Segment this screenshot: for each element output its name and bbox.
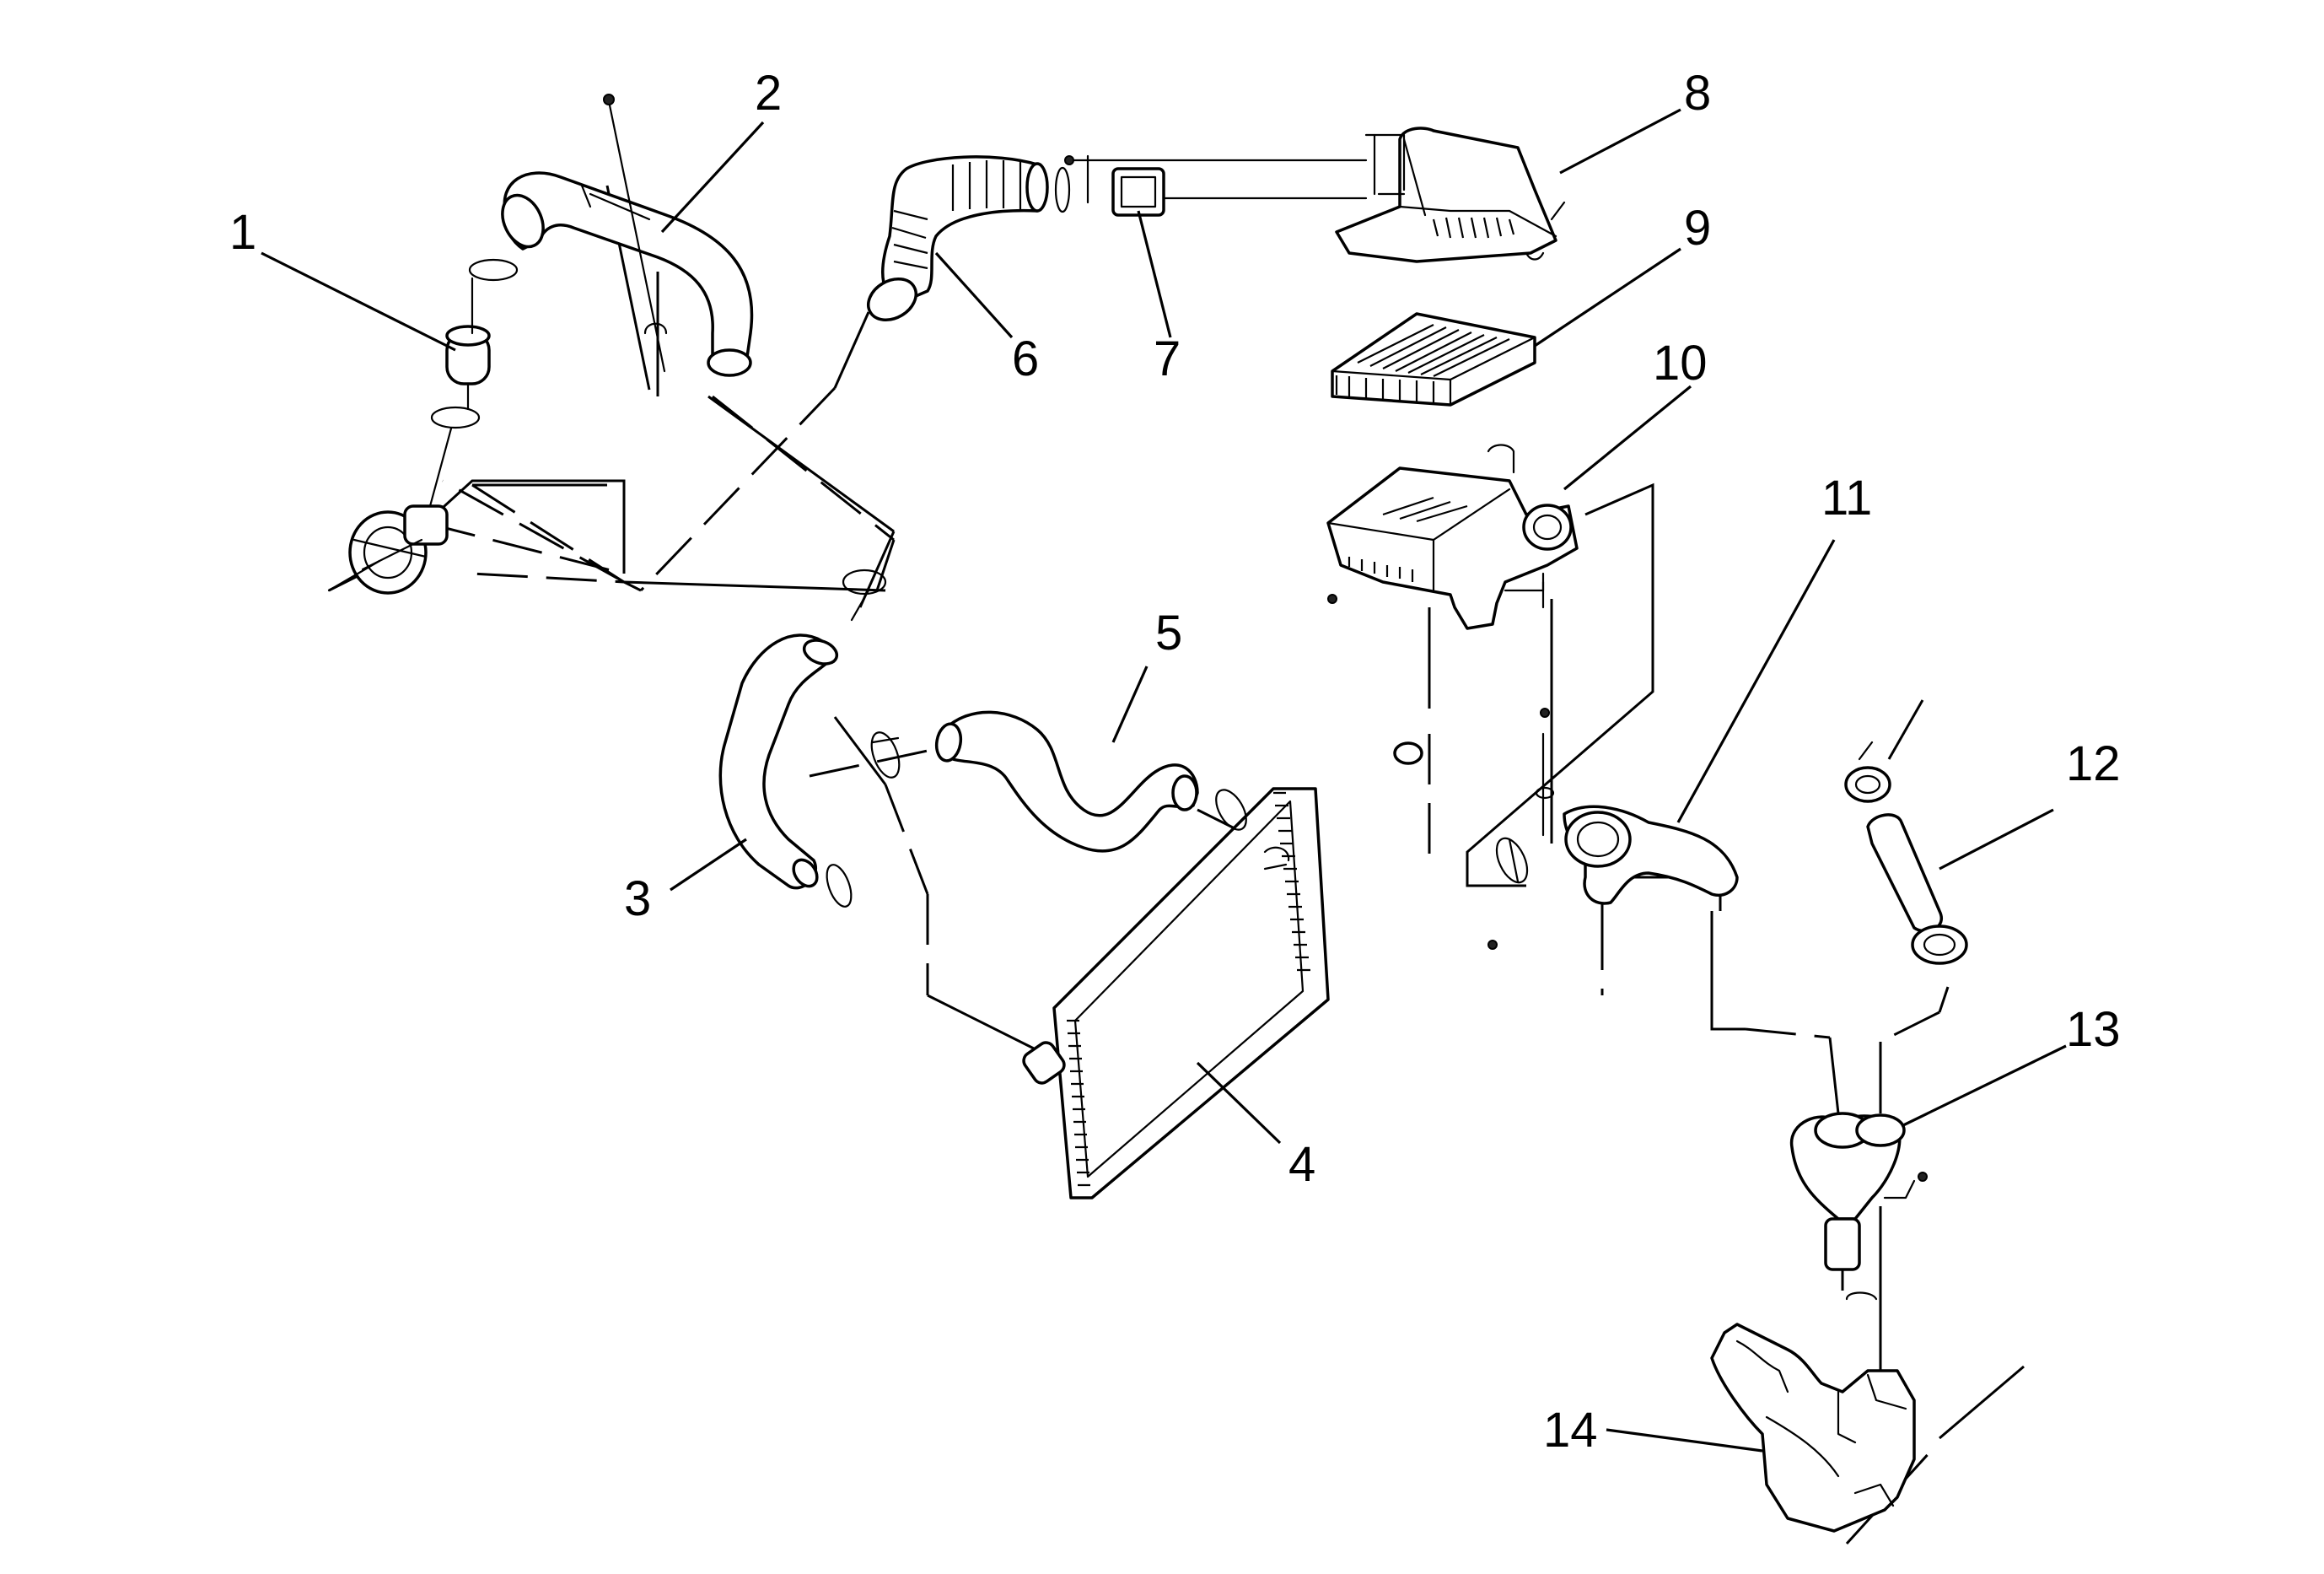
part-3-lower-hose — [718, 569, 887, 908]
part-6-corrugated-intake-hose — [867, 155, 1071, 321]
callout-labels: 1 2 3 4 5 6 7 8 9 10 11 12 13 14 — [229, 66, 2121, 1458]
part-10-air-cleaner-housing — [1326, 444, 1579, 765]
leader-6 — [934, 251, 1014, 339]
leader-11 — [1676, 539, 1836, 823]
callout-1: 1 — [229, 205, 256, 260]
part-1-coupler-assembly — [327, 258, 519, 595]
part-14-resonator-box — [1710, 1323, 1916, 1533]
leader-9 — [1534, 247, 1681, 348]
callout-9: 9 — [1684, 201, 1711, 256]
part-2-intake-tube — [501, 94, 754, 377]
callout-5: 5 — [1155, 606, 1182, 660]
part-11-intake-duct — [1487, 708, 1739, 950]
callout-13: 13 — [2066, 1002, 2121, 1057]
leader-14 — [1606, 1428, 1763, 1453]
leader-1 — [261, 251, 456, 352]
part-9-air-filter — [1331, 312, 1536, 407]
leader-3 — [670, 838, 747, 892]
part-4-intercooler — [1022, 787, 1330, 1199]
part-8-air-cleaner-lid — [1335, 127, 1566, 263]
callout-12: 12 — [2066, 736, 2121, 791]
leader-10 — [1563, 385, 1692, 491]
callout-4: 4 — [1288, 1137, 1315, 1192]
part-5-s-hose — [870, 710, 1247, 853]
leader-2 — [660, 121, 765, 234]
callout-3: 3 — [624, 871, 651, 926]
throttle-body — [327, 504, 449, 595]
leader-8 — [1559, 108, 1681, 175]
callout-6: 6 — [1012, 332, 1039, 386]
leader-12 — [1939, 808, 2054, 871]
part-7-maf-sensor — [1064, 154, 1368, 217]
callout-7: 7 — [1154, 332, 1181, 386]
callout-2: 2 — [755, 66, 782, 121]
callout-14: 14 — [1543, 1403, 1598, 1458]
part-13-resonator-junction — [1790, 1112, 1928, 1301]
part-12-resonator-tube — [1844, 741, 1968, 965]
callout-11: 11 — [1821, 471, 1872, 526]
leader-4 — [1196, 1061, 1282, 1145]
callout-leaders — [261, 108, 2067, 1453]
leader-5 — [1111, 666, 1149, 743]
callout-10: 10 — [1653, 336, 1708, 391]
leader-7 — [1137, 210, 1172, 338]
leader-13 — [1901, 1044, 2067, 1128]
callout-8: 8 — [1684, 66, 1711, 121]
